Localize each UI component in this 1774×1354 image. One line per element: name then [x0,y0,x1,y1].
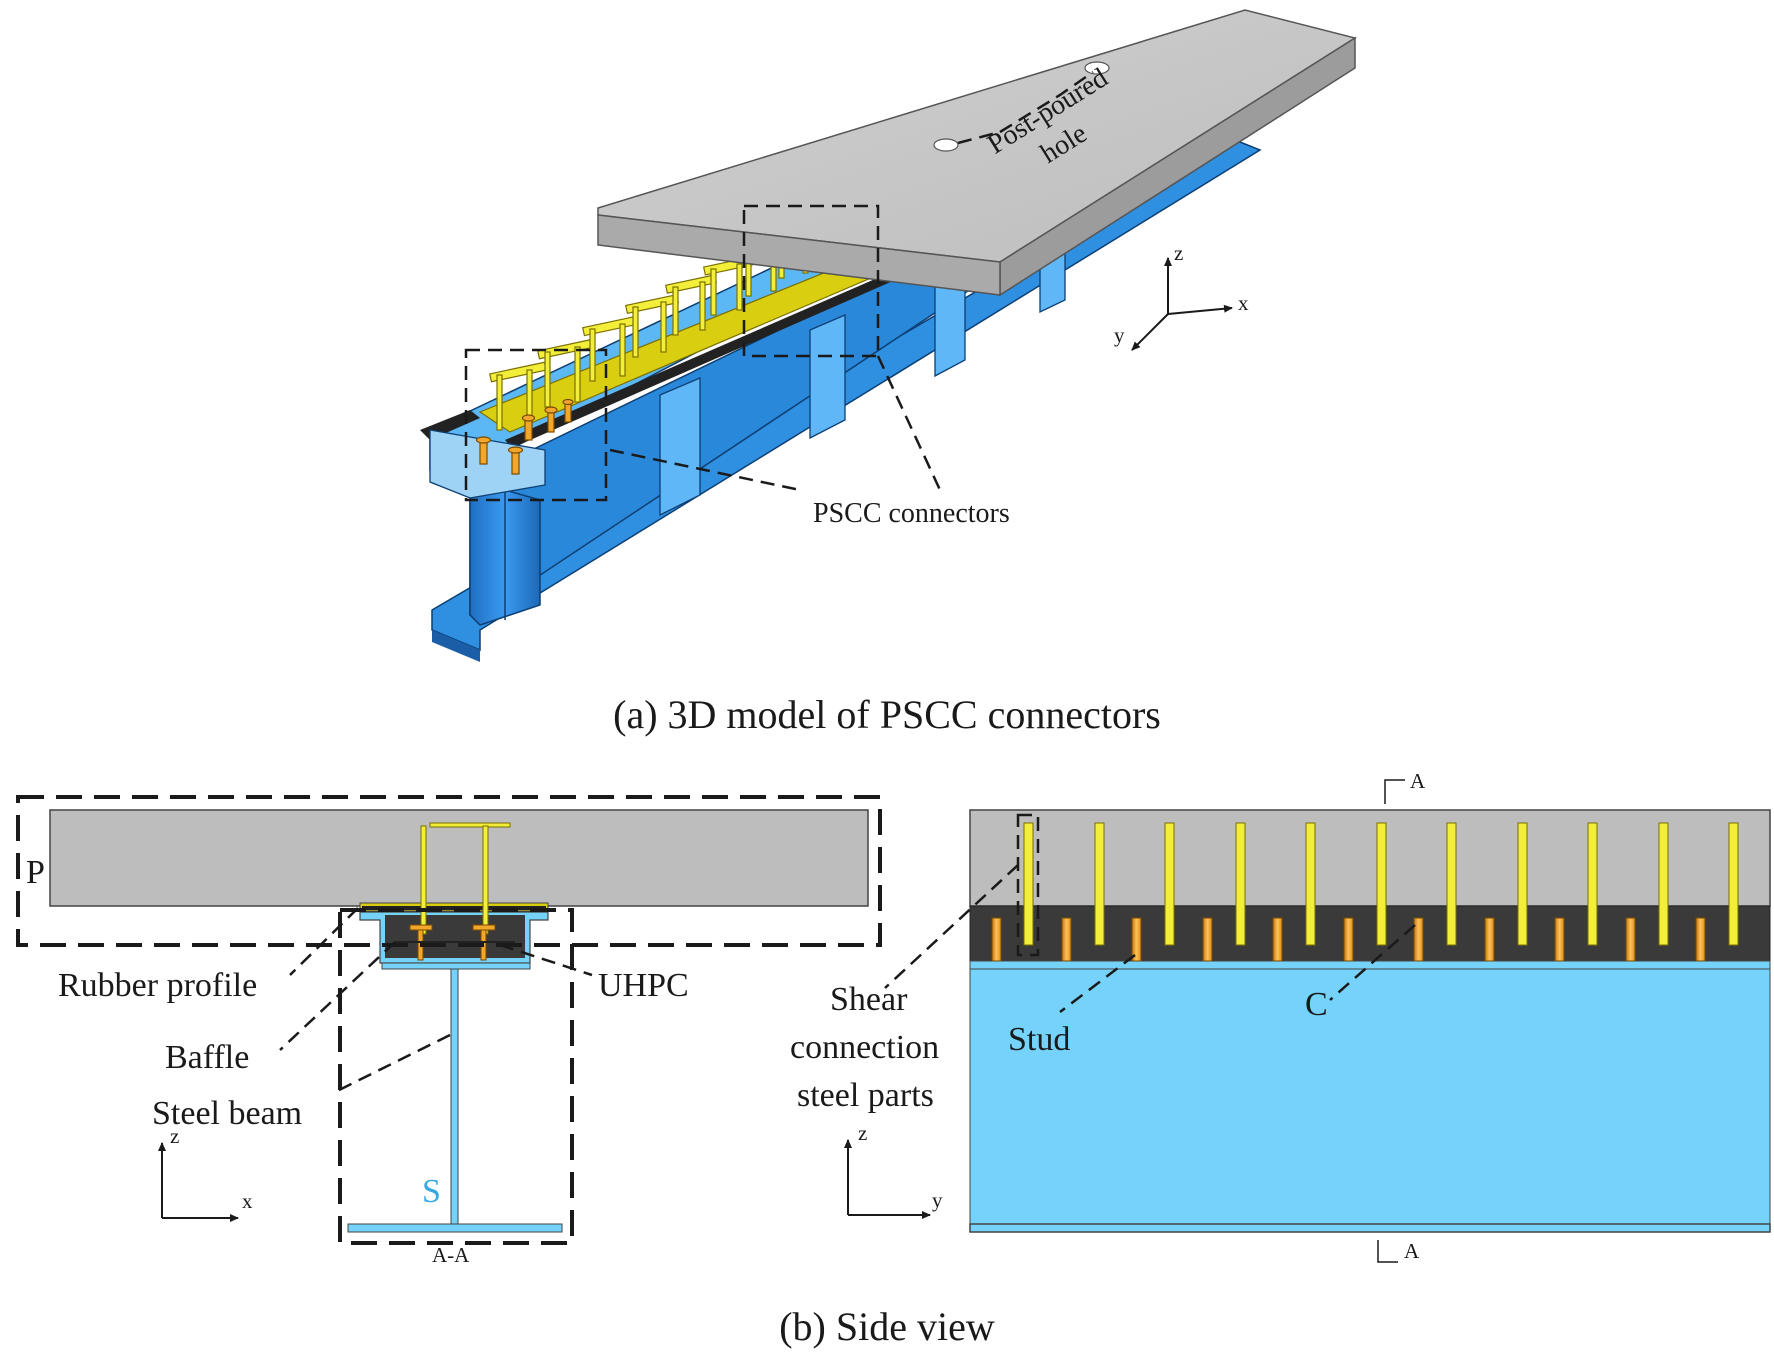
t-connector [665,274,717,336]
web-elevation [969,968,1771,1225]
axis-z-label: z [1174,241,1183,265]
label-stud: Stud [1008,1021,1070,1058]
leader-stud [1059,954,1136,1013]
panel-a-3d-model: Post-poured hole PSCC connectors z x y (… [420,9,1357,737]
panel-b-cross-section: P Rubber profile UHPC Baffle Steel beam … [16,795,882,1267]
axis-triad-elevation: z y [844,1121,943,1219]
steel-beam-bottom-flange [347,1223,563,1233]
label-steel-beam: Steel beam [152,1095,302,1132]
label-a-top: A [1410,769,1426,793]
label-shear-line2: connection [790,1029,939,1066]
detail-box-left [464,348,608,502]
leader-steel-beam [334,1033,451,1094]
post-poured-hole [933,138,959,152]
label-c: C [1305,986,1328,1023]
axis-triad-3d: z x y [1114,241,1249,351]
concrete-slab-front [597,214,1001,296]
section-mark-bottom [1377,1240,1398,1263]
top-flange-elevation [969,960,1771,970]
yellow-studs [1023,822,1739,946]
label-pscc-connectors: PSCC connectors [813,498,1010,529]
t-connector [582,315,638,382]
bottom-flange-elevation [969,1223,1771,1233]
axis-y-label: y [1114,323,1125,347]
region-s-box [338,908,574,1245]
concrete-slab-elevation [969,809,1771,907]
leader-post-poured [957,70,1094,145]
axis-z-label: z [858,1121,867,1145]
uhpc-fill [385,915,525,958]
orange-studs-3d [475,398,574,475]
steel-beam-web [450,968,459,1225]
shear-connection-box [1016,813,1040,957]
section-mark-top [1384,779,1405,804]
post-poured-hole [1084,61,1110,75]
uhpc-layer [969,905,1771,962]
orange-studs [991,917,1706,962]
caption-b: (b) Side view [779,1304,995,1349]
detail-box-right [742,204,880,358]
label-rubber-profile: Rubber profile [58,967,257,1004]
label-shear-line1: Shear [830,981,908,1018]
label-baffle: Baffle [165,1039,249,1076]
leader-shear [884,864,1019,989]
leader-rubber [289,907,359,976]
t-connector-section [420,822,511,935]
leader-c [1329,924,1416,1001]
steel-beam-top-flange [381,962,531,970]
label-s: S [422,1173,441,1210]
leader-baffle [279,941,396,1051]
label-uhpc: UHPC [598,967,689,1004]
axis-x-label: x [242,1189,253,1213]
axis-z-label: z [170,1124,179,1148]
leader-uhpc [499,943,593,977]
bottom-flange-face [432,630,480,662]
axis-y-label: y [932,1188,943,1212]
leader-connectors [609,355,942,492]
axis-triad-section: z x [158,1124,253,1222]
region-p-box [16,795,882,947]
label-p: P [26,854,45,891]
rubber-strip-right [505,242,968,448]
label-a-bottom: A [1404,1239,1420,1263]
label-shear-line3: steel parts [797,1077,934,1114]
caption-a: (a) 3D model of PSCC connectors [613,692,1161,737]
label-section-a-a: A-A [432,1243,470,1267]
panel-b-side-elevation: A A Shear connection steel parts Stud C … [790,769,1771,1263]
axis-x-label: x [1238,291,1249,315]
